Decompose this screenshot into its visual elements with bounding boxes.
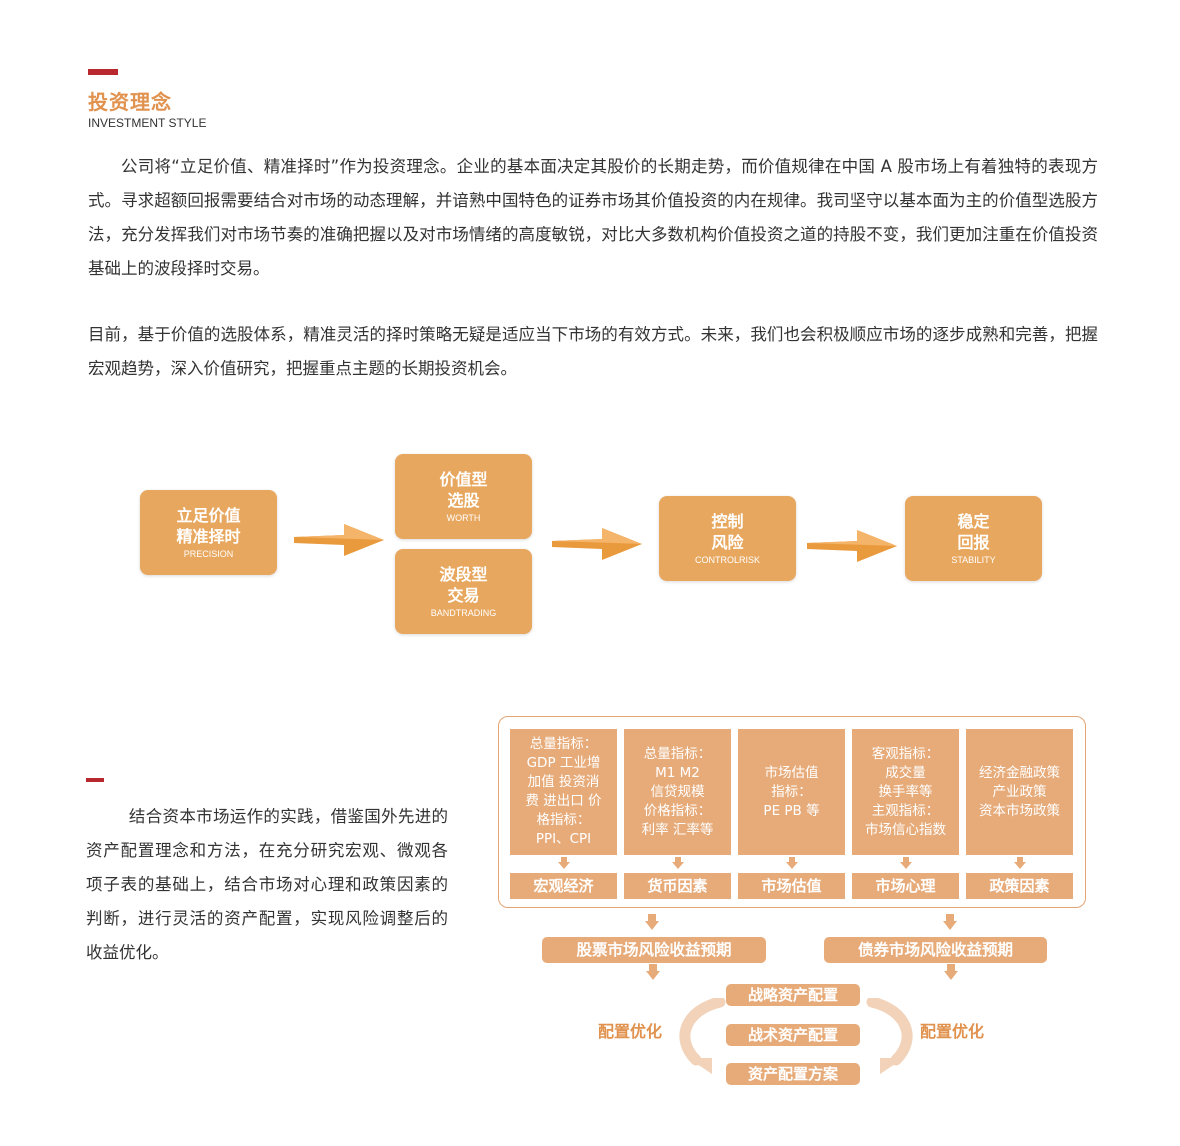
factor-line: 格指标： xyxy=(536,812,591,828)
flow-box-en: STABILITY xyxy=(951,555,996,565)
arrow-down-icon xyxy=(786,857,798,869)
arrow-down-icon xyxy=(944,964,958,980)
accent-bar-small xyxy=(86,778,104,782)
arrow-down-icon xyxy=(943,914,957,930)
section-subtitle: INVESTMENT STYLE xyxy=(88,116,207,130)
factor-box-monetary: 总量指标： M1 M2 信贷规模 价格指标： 利率 汇率等 xyxy=(624,729,731,855)
factor-line: PPI、CPI xyxy=(535,831,592,847)
factor-line: 信贷规模 xyxy=(650,783,705,800)
flow-box-en: PRECISION xyxy=(183,549,234,559)
arrow-down-icon xyxy=(672,857,684,869)
flow-box-line: 风险 xyxy=(711,533,744,552)
flow-box-line: 波段型 xyxy=(439,565,488,584)
factor-line: GDP 工业增 xyxy=(526,755,601,771)
factor-box-macro: 总量指标： GDP 工业增 加值 投资消 费 进出口 价 格指标： PPI、CP… xyxy=(510,729,617,855)
flow-box-line: 价值型 xyxy=(439,470,488,489)
flow-box-band: 波段型 交易 BANDTRADING xyxy=(395,549,532,634)
flow-box-line: 控制 xyxy=(711,512,744,531)
flow-box-stability: 稳定 回报 STABILITY xyxy=(905,496,1042,581)
flow-box-line: 选股 xyxy=(447,491,480,510)
strategic-allocation-pill: 战略资产配置 xyxy=(726,984,860,1006)
factor-line: PE PB 等 xyxy=(763,802,820,819)
curved-arrow-left-icon xyxy=(679,998,726,1074)
flow-box-line: 立足价值 xyxy=(176,506,241,525)
tactical-allocation-pill: 战术资产配置 xyxy=(726,1024,860,1046)
factor-line: 经济金融政策 xyxy=(979,764,1060,781)
flow-box-precision: 立足价值 精准择时 PRECISION xyxy=(140,490,277,575)
intro-paragraph-2: 目前，基于价值的选股体系，精准灵活的择时策略无疑是适应当下市场的有效方式。未来，… xyxy=(88,325,1098,378)
factor-line: 市场信心指数 xyxy=(865,821,946,838)
factor-box-psychology: 客观指标： 成交量 换手率等 主观指标： 市场信心指数 xyxy=(852,729,959,855)
bond-expectation-pill: 债券市场风险收益预期 xyxy=(824,937,1047,963)
factor-label-macro: 宏观经济 xyxy=(510,873,617,899)
factor-line: 换手率等 xyxy=(878,783,933,800)
factor-label-valuation: 市场估值 xyxy=(738,873,845,899)
factor-label-policy: 政策因素 xyxy=(966,873,1073,899)
stock-expectation-pill: 股票市场风险收益预期 xyxy=(542,937,766,963)
factor-box-valuation: 市场估值 指标： PE PB 等 xyxy=(738,729,845,855)
optimize-label-right: 配置优化 xyxy=(920,1022,985,1041)
flow-box-line: 交易 xyxy=(447,586,480,605)
curved-arrow-right-icon xyxy=(866,998,913,1074)
factor-box-policy: 经济金融政策 产业政策 资本市场政策 xyxy=(966,729,1073,855)
factor-label-monetary: 货币因素 xyxy=(624,873,731,899)
factor-line: 指标： xyxy=(771,783,812,800)
flow-box-line: 稳定 xyxy=(957,512,990,531)
factor-line: 产业政策 xyxy=(992,783,1047,800)
arrow-down-icon xyxy=(558,857,570,869)
factor-line: 主观指标： xyxy=(871,802,940,819)
arrow-down-icon xyxy=(645,914,659,930)
factor-line: 市场估值 xyxy=(764,764,819,781)
flow-arrow-icon xyxy=(807,530,897,562)
flow-arrow-icon xyxy=(294,524,384,556)
factor-line: M1 M2 xyxy=(655,764,700,781)
factor-frame xyxy=(498,716,1086,908)
flow-box-en: CONTROLRISK xyxy=(694,555,760,565)
allocation-paragraph: 结合资本市场运作的实践，借鉴国外先进的资产配置理念和方法，在充分研究宏观、微观各… xyxy=(86,807,448,962)
arrow-down-icon xyxy=(1014,857,1026,869)
allocation-plan-pill: 资产配置方案 xyxy=(726,1063,860,1085)
section-title: 投资理念 xyxy=(88,90,172,114)
factor-line: 加值 投资消 xyxy=(527,774,600,790)
flow-box-control: 控制 风险 CONTROLRISK xyxy=(659,496,796,581)
flow-box-line: 回报 xyxy=(957,533,990,552)
optimize-label-left: 配置优化 xyxy=(598,1022,663,1041)
arrow-down-icon xyxy=(900,857,912,869)
factor-label-psychology: 市场心理 xyxy=(852,873,959,899)
flow-box-worth: 价值型 选股 WORTH xyxy=(395,454,532,539)
factor-line: 利率 汇率等 xyxy=(641,821,714,838)
flow-box-en: WORTH xyxy=(446,513,481,523)
factor-line: 资本市场政策 xyxy=(979,802,1060,819)
flow-box-en: BANDTRADING xyxy=(430,608,497,618)
factor-line: 费 进出口 价 xyxy=(525,793,602,809)
factor-line: 成交量 xyxy=(885,764,926,781)
arrow-down-icon xyxy=(646,964,660,980)
flow-arrow-icon xyxy=(552,528,642,560)
factor-line: 价格指标： xyxy=(643,802,712,819)
factor-line: 客观指标： xyxy=(871,745,940,762)
intro-paragraph-1: 公司将“立足价值、精准择时”作为投资理念。企业的基本面决定其股价的长期走势，而价… xyxy=(88,157,1098,278)
accent-bar xyxy=(88,69,118,75)
factor-line: 总量指标： xyxy=(529,736,598,752)
factor-line: 总量指标： xyxy=(643,745,712,762)
flow-box-line: 精准择时 xyxy=(176,527,241,546)
